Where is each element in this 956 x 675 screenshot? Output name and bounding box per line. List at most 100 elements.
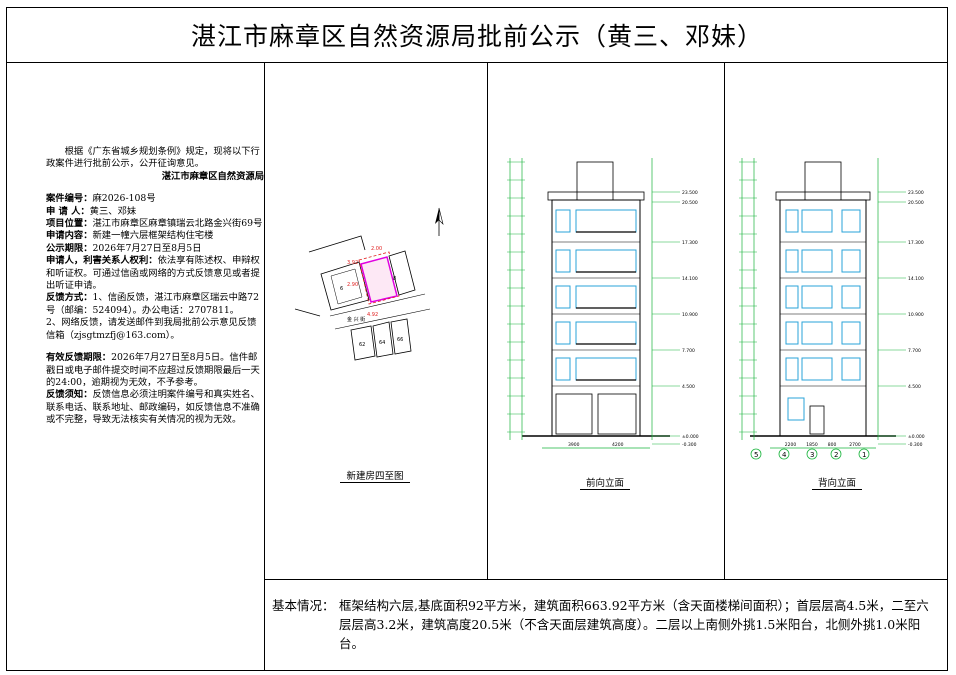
level-label: 10.900 [682,312,698,318]
dim-left2: 2.90 [347,282,358,288]
feedback-label: 反馈方式： [46,292,93,304]
dim-bottom: 4.92 [367,312,378,318]
axis-bubble [858,448,870,460]
site-plan-caption: 新建房四至图 [330,468,420,483]
feedback-2: 2、网络反馈，请发送邮件到我局批前公示意见反馈信箱（zjsgtmzfj@163.… [46,317,257,341]
balcony-window [575,249,637,273]
applicant: 黄三、邓妹 [89,205,137,217]
bottom-dim-label: 2200 [785,442,797,448]
level-label: 20.500 [908,200,924,206]
back-elevation-caption: 背向立面 [792,475,882,490]
level-label: -0.300 [908,442,923,448]
stair-tower [576,161,614,201]
bottom-dim-label: 3900 [568,442,580,448]
basic-info: 基本情况： 框架结构六层,基底面积92平方米，建筑面积663.92平方米（含天面… [272,596,940,653]
axis-label: 4 [782,451,787,459]
notice-issuer: 湛江市麻章区自然资源局 [161,170,264,182]
level-label: 4.500 [682,384,695,390]
balcony-window [575,357,637,381]
location-label: 项目位置： [46,218,93,230]
lot-a: 6 [340,286,343,292]
site-plan-drawing: 2.00 3.92 2.90 4.92 6 8 62 64 66 金 兴 街 [294,207,444,361]
axis-label: 1 [862,451,866,459]
north-arrow-icon [435,207,444,236]
window [841,285,861,309]
bottom-dim-label: 2700 [849,442,861,448]
period-label: 公示期限： [46,242,93,254]
window [841,209,861,233]
divider-bottom [264,579,948,580]
note: 反馈信息必须注明案件编号和真实姓名、联系电话、联系地址、邮政编码，如反馈信息不准… [46,389,260,426]
bottom-dim-label: 4200 [612,442,624,448]
dim-top: 2.00 [371,246,382,252]
back-elevation-drawing: 23.500 20.500 17.300 14.100 10.900 7.700 4.500… [739,158,925,460]
balcony-window [575,209,637,233]
basic-label: 基本情况： [272,598,335,613]
level-label: 20.500 [682,200,698,206]
feedback-1: 1、信函反馈，湛江市麻章区瑞云中路72号（邮编：524094）。办公电话：270… [46,292,259,316]
lot-d: 64 [379,340,385,346]
window [787,397,805,421]
page-title: 湛江市麻章区自然资源局批前公示（黄三、邓妹） [6,7,948,63]
dim-left: 3.92 [347,260,358,266]
level-label: 17.300 [908,240,924,246]
axis-bubble [750,448,762,460]
window [785,357,799,381]
roof-parapet [775,191,871,201]
case-no: 麻2026-108号 [92,193,156,205]
shop-door [555,393,593,435]
building-outline [551,199,641,437]
road-label: 金 兴 街 [347,316,365,323]
location: 湛江市麻章区麻章镇瑞云北路金兴街69号 [92,218,263,230]
valid: 2026年7月27日至8月5日。信件邮戳日或电子邮件提交时间不应超过反馈期限最后… [46,352,260,388]
window [801,321,833,345]
bottom-dim-label: 1850 [806,442,818,448]
level-label: 23.500 [908,190,924,196]
axis-bubble [806,448,818,460]
level-label: 7.700 [908,348,921,354]
bottom-dim-label: 800 [828,442,837,448]
level-label: -0.300 [682,442,697,448]
lot-e: 66 [397,337,403,343]
stair-tower [804,161,842,201]
level-label: ±0.000 [908,434,925,440]
back-door [809,405,825,435]
axis-bubble [778,448,790,460]
applicant-label: 申 请 人： [46,205,90,217]
notice-intro: 根据《广东省城乡规划条例》规定，现将以下行政案件进行批前公示，公开征询意见。 [46,146,260,170]
shop-door [597,393,637,435]
content: 新建一幢六层框架结构住宅楼 [92,230,214,242]
lot-c: 62 [359,342,365,348]
building-outline [779,199,867,437]
window [555,357,571,381]
window [555,249,571,273]
balcony-window [575,321,637,345]
level-label: 4.500 [908,384,921,390]
content-label: 申请内容： [46,230,93,242]
axis-label: 5 [754,451,758,459]
valid-label: 有效反馈期限： [46,352,112,364]
window [555,209,571,233]
axis-bubble [830,448,842,460]
level-label: 14.100 [908,276,924,282]
window [555,321,571,345]
window [801,357,833,381]
rights-label: 申请人，利害关系人权利： [46,255,158,267]
level-label: 10.900 [908,312,924,318]
window [841,249,861,273]
level-label: 14.100 [682,276,698,282]
notice-frame [6,7,948,671]
note-label: 反馈须知： [46,389,93,401]
rights: 依法享有陈述权、申辩权和听证权。可通过信函或网络的方式反馈意见或者提出听证申请。 [46,255,260,292]
basic-content: 框架结构六层,基底面积92平方米，建筑面积663.92平方米（含天面楼梯间面积）… [339,598,929,651]
divider-left [264,63,265,671]
window [555,285,571,309]
window [801,249,833,273]
level-label: 7.700 [682,348,695,354]
axis-label: 2 [834,451,838,459]
level-label: 23.500 [682,190,698,196]
divider-mid2 [724,63,725,579]
front-elevation-caption: 前向立面 [560,475,650,490]
front-elevation-drawing: 23.50020.50017.30014.10010.9007.7004.500… [507,158,699,449]
window [785,321,799,345]
